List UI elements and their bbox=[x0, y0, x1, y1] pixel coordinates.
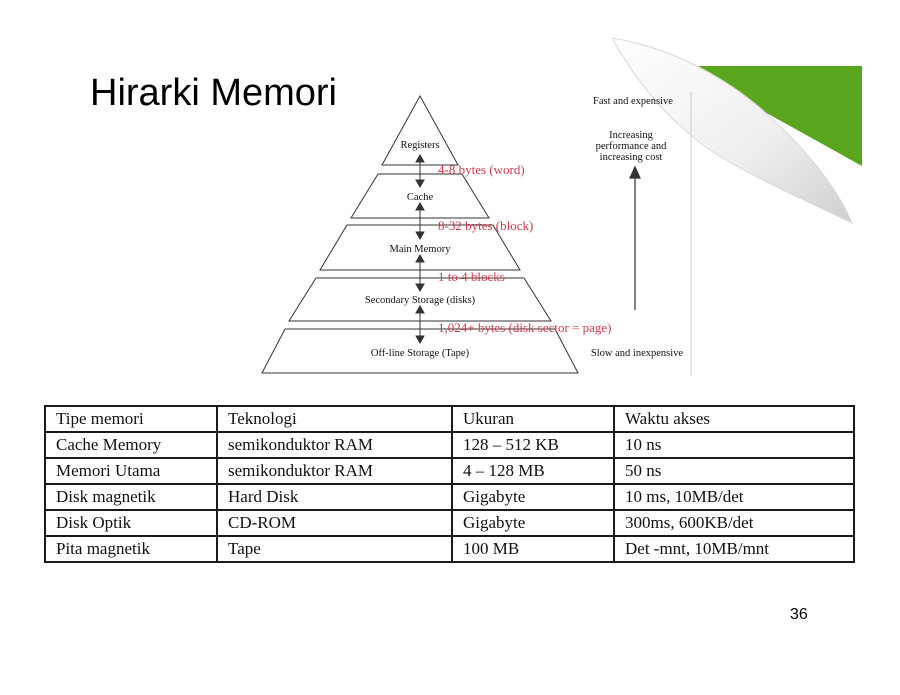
increasing-performance-arrow bbox=[629, 165, 641, 310]
memory-types-table: Tipe memori Teknologi Ukuran Waktu akses… bbox=[44, 405, 855, 563]
table-cell: Disk Optik bbox=[44, 509, 218, 537]
table-row: Disk Optik CD-ROM Gigabyte 300ms, 600KB/… bbox=[44, 509, 855, 537]
level-label: Secondary Storage (disks) bbox=[365, 295, 476, 306]
arrow-note-line: Increasing bbox=[609, 130, 653, 141]
table-row: Cache Memory semikonduktor RAM 128 – 512… bbox=[44, 431, 855, 459]
level-label: Off-line Storage (Tape) bbox=[371, 348, 470, 359]
pyramid-level-offline-storage bbox=[261, 328, 579, 374]
table-cell: Cache Memory bbox=[44, 431, 218, 459]
transfer-size-label: 1,024+ bytes (disk sector = page) bbox=[438, 320, 612, 335]
level-label: Main Memory bbox=[390, 244, 452, 255]
table-header-cell: Ukuran bbox=[451, 405, 615, 433]
table-cell: 300ms, 600KB/det bbox=[613, 509, 855, 537]
table-header-row: Tipe memori Teknologi Ukuran Waktu akses bbox=[44, 405, 855, 433]
transfer-size-label: 4-8 bytes (word) bbox=[438, 162, 525, 177]
table-cell: 4 – 128 MB bbox=[451, 457, 615, 485]
table-cell: 50 ns bbox=[613, 457, 855, 485]
transfer-arrow bbox=[415, 201, 425, 241]
table-cell: Disk magnetik bbox=[44, 483, 218, 511]
page-number: 36 bbox=[790, 606, 808, 623]
table-row: Memori Utama semikonduktor RAM 4 – 128 M… bbox=[44, 457, 855, 485]
table-cell: Hard Disk bbox=[216, 483, 453, 511]
page-curl-decoration bbox=[612, 38, 862, 225]
arrow-note-line: performance and bbox=[596, 141, 668, 152]
fast-expensive-note: Fast and expensive bbox=[593, 96, 673, 107]
level-label: Registers bbox=[400, 140, 439, 151]
table-cell: semikonduktor RAM bbox=[216, 457, 453, 485]
transfer-size-label: 1 to 4 blocks bbox=[438, 269, 505, 284]
table-cell: 100 MB bbox=[451, 535, 615, 563]
table-cell: Gigabyte bbox=[451, 509, 615, 537]
table-header-cell: Waktu akses bbox=[613, 405, 855, 433]
pyramid-level-main-memory bbox=[319, 224, 521, 271]
arrow-note-line: increasing cost bbox=[600, 152, 663, 163]
table-cell: 10 ns bbox=[613, 431, 855, 459]
transfer-arrow bbox=[415, 153, 425, 189]
memory-hierarchy-diagram: Registers Cache Main Memory Secondary St… bbox=[261, 92, 692, 376]
table-cell: Gigabyte bbox=[451, 483, 615, 511]
pyramid-level-cache bbox=[350, 173, 490, 219]
transfer-arrow bbox=[415, 253, 425, 293]
level-label: Cache bbox=[407, 192, 434, 203]
table-cell: 128 – 512 KB bbox=[451, 431, 615, 459]
table-cell: Memori Utama bbox=[44, 457, 218, 485]
table-cell: semikonduktor RAM bbox=[216, 431, 453, 459]
table-cell: Det -mnt, 10MB/mnt bbox=[613, 535, 855, 563]
slow-inexpensive-note: Slow and inexpensive bbox=[591, 348, 683, 359]
table-row: Disk magnetik Hard Disk Gigabyte 10 ms, … bbox=[44, 483, 855, 511]
table-cell: 10 ms, 10MB/det bbox=[613, 483, 855, 511]
curled-page-shape bbox=[612, 38, 853, 225]
transfer-arrow bbox=[415, 304, 425, 345]
table-header-cell: Teknologi bbox=[216, 405, 453, 433]
transfer-size-label: 8-32 bytes (block) bbox=[438, 218, 533, 233]
pyramid-level-secondary-storage bbox=[288, 277, 552, 322]
table-header-cell: Tipe memori bbox=[44, 405, 218, 433]
slide-title: Hirarki Memori bbox=[90, 72, 337, 114]
table-cell: Pita magnetik bbox=[44, 535, 218, 563]
table-cell: CD-ROM bbox=[216, 509, 453, 537]
table-cell: Tape bbox=[216, 535, 453, 563]
table-row: Pita magnetik Tape 100 MB Det -mnt, 10MB… bbox=[44, 535, 855, 563]
